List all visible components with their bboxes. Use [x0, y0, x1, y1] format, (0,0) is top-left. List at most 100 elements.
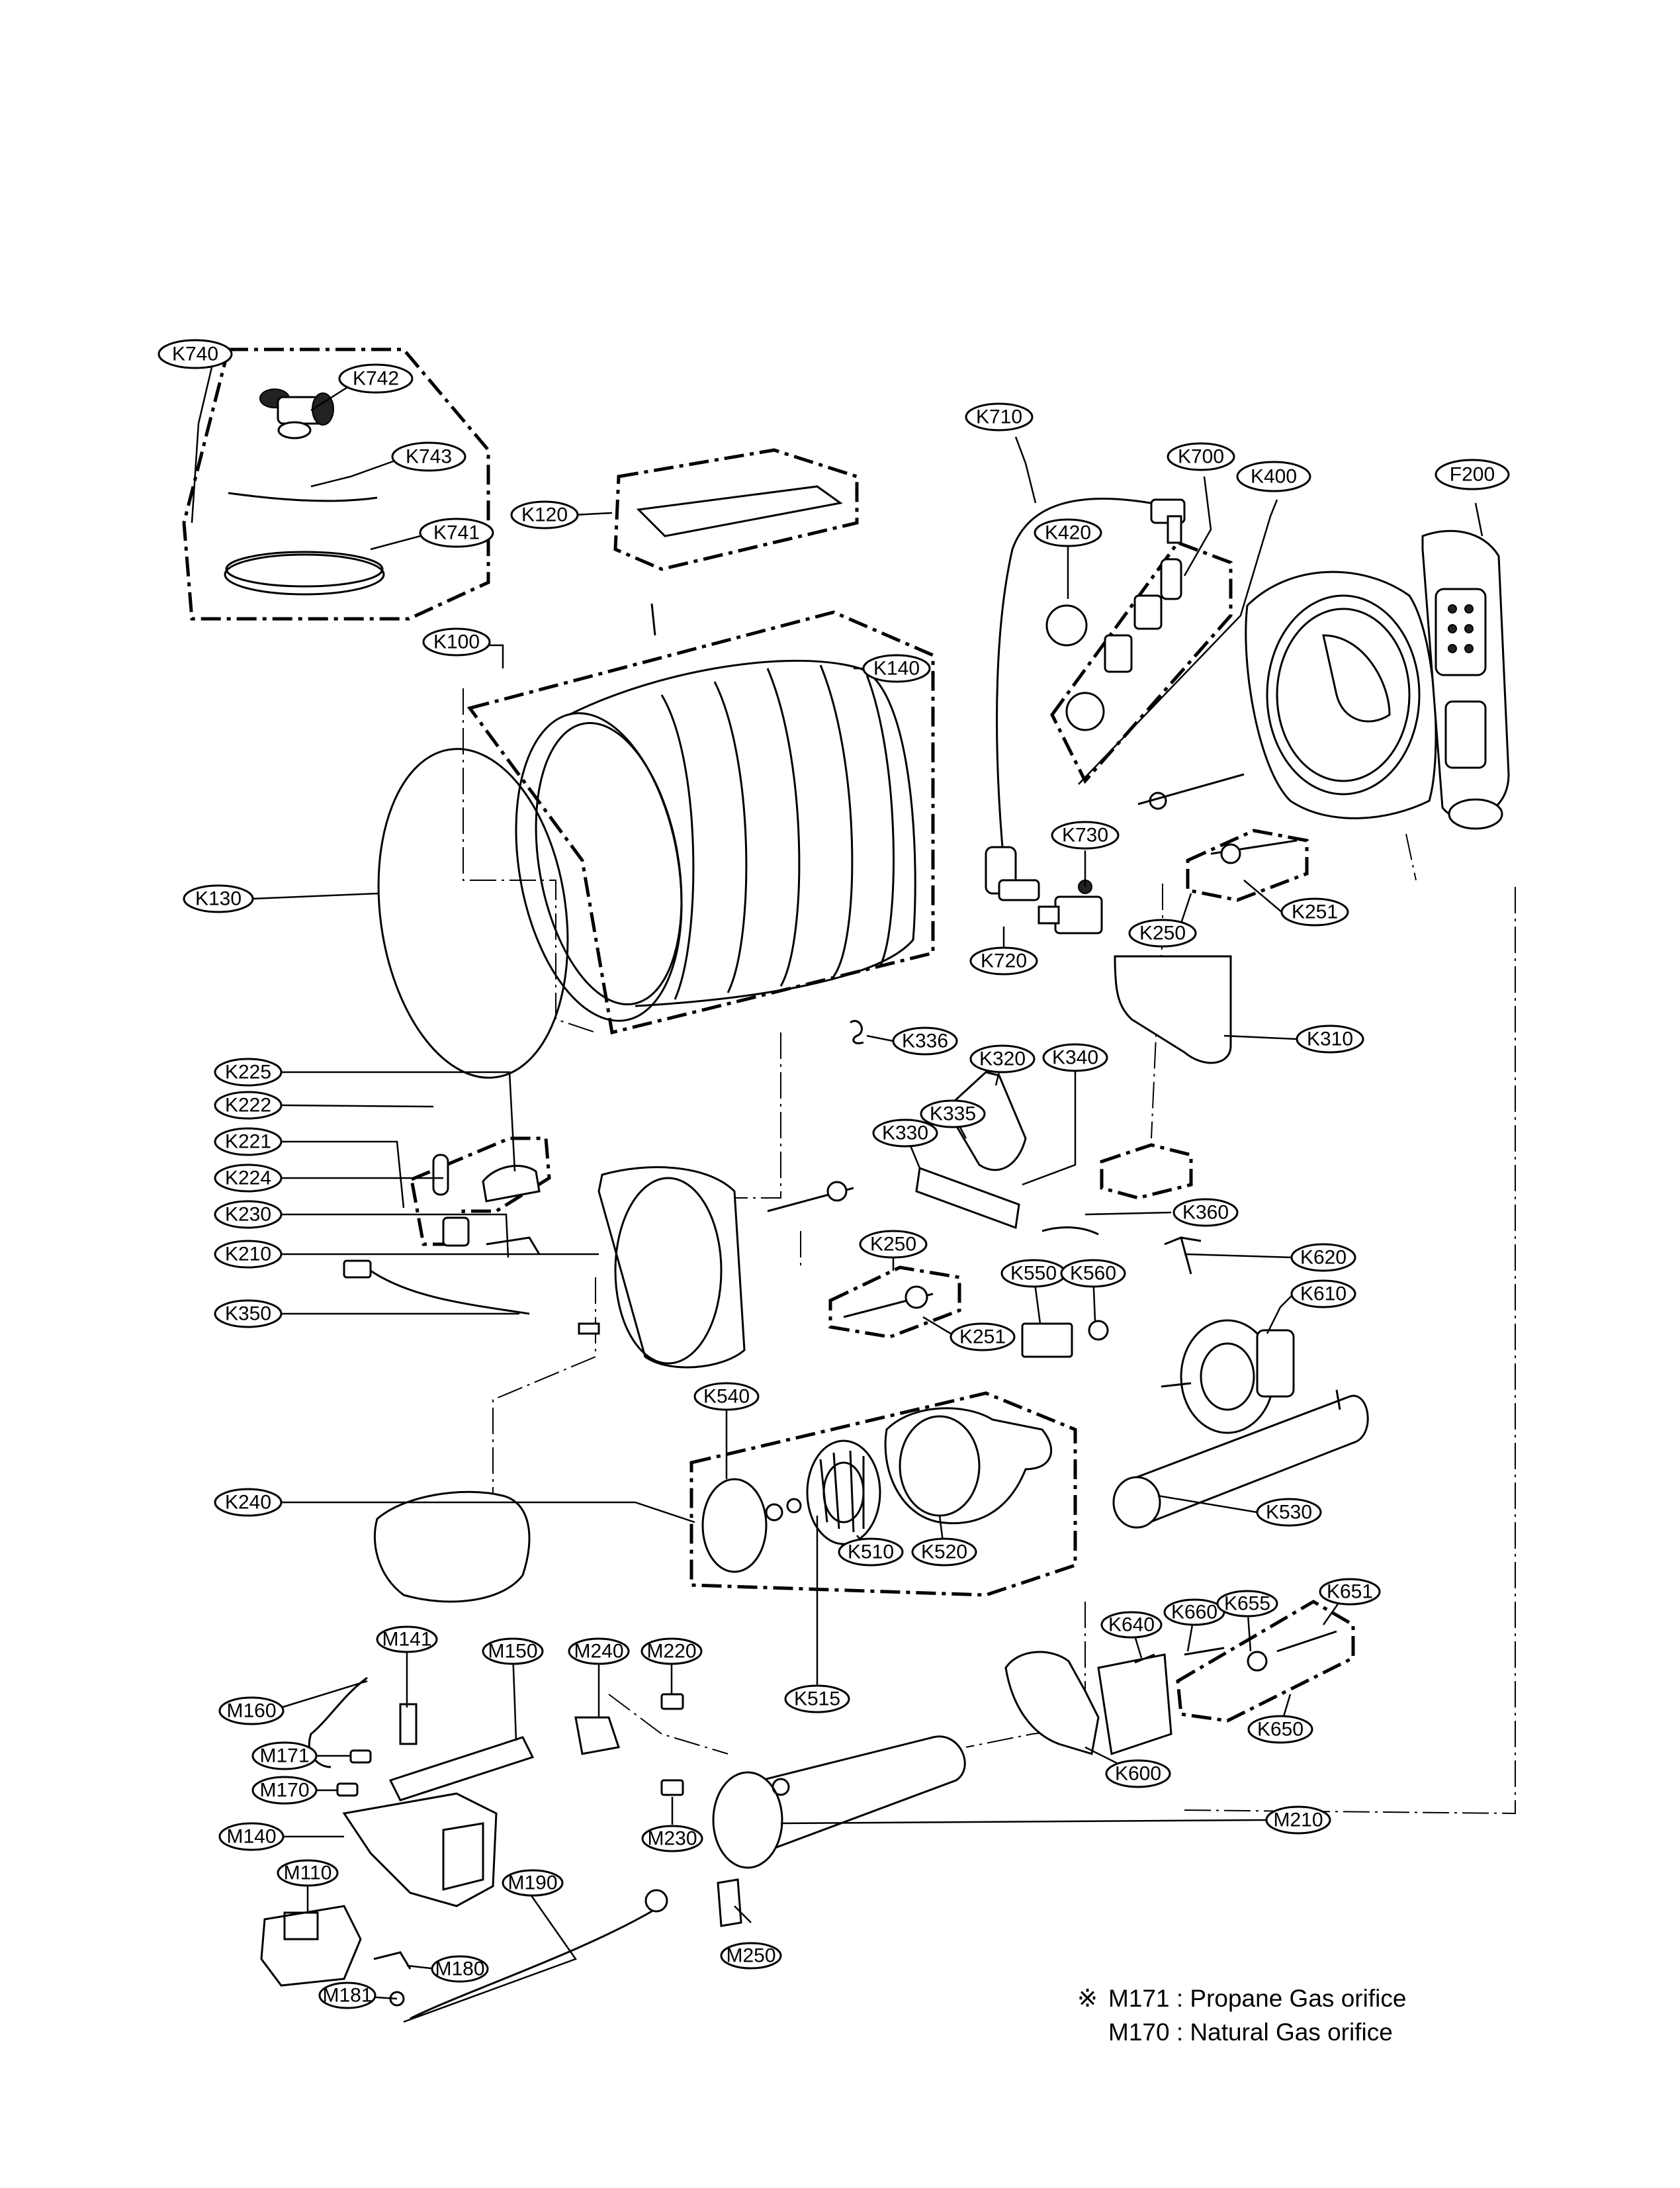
callout-K140: K140 — [862, 654, 931, 683]
svg-text:K720: K720 — [981, 950, 1027, 972]
svg-text:K310: K310 — [1307, 1028, 1353, 1050]
callout-M110: M110 — [277, 1859, 339, 1887]
svg-text:K240: K240 — [225, 1492, 271, 1514]
filter-holder-part — [915, 1166, 1020, 1230]
callout-M210: M210 — [1265, 1805, 1331, 1835]
callout-M150: M150 — [482, 1637, 544, 1665]
svg-text:M210: M210 — [1273, 1809, 1323, 1831]
lint-duct-part — [1421, 529, 1510, 830]
callout-K640: K640 — [1100, 1611, 1163, 1639]
svg-text:K251: K251 — [959, 1326, 1006, 1348]
callout-K420: K420 — [1034, 518, 1102, 547]
svg-text:K655: K655 — [1224, 1593, 1270, 1615]
svg-text:K730: K730 — [1062, 825, 1108, 846]
svg-text:K550: K550 — [1010, 1263, 1057, 1285]
rear-shaft-part — [1137, 773, 1245, 805]
svg-text:K222: K222 — [225, 1095, 271, 1117]
callout-labels: K740 K742 K743 K741 K120 K100 K140 K130 … — [157, 339, 1510, 2009]
rear-bulkhead-part — [1245, 570, 1437, 819]
callout-K230: K230 — [214, 1200, 283, 1229]
callout-K710: K710 — [965, 402, 1034, 432]
svg-text:K700: K700 — [1178, 446, 1224, 468]
filter-grille-part — [945, 1071, 1027, 1171]
filter-clip-part — [1041, 1226, 1099, 1236]
lamp-bracket-part — [486, 1236, 541, 1255]
svg-text:K230: K230 — [225, 1204, 271, 1226]
svg-text:K120: K120 — [521, 504, 568, 526]
callout-K251-upper: K251 — [1280, 897, 1349, 927]
ring-part — [1045, 604, 1088, 647]
svg-text:K420: K420 — [1045, 522, 1091, 544]
svg-text:K221: K221 — [225, 1131, 271, 1153]
svg-text:M230: M230 — [647, 1828, 697, 1850]
svg-text:K130: K130 — [195, 888, 242, 910]
callout-K130: K130 — [183, 884, 254, 913]
svg-text:M240: M240 — [574, 1641, 623, 1663]
callout-K250-lower: K250 — [859, 1230, 928, 1259]
note-propane: M171 : Propane Gas orifice — [1108, 1985, 1406, 2012]
svg-text:K251: K251 — [1292, 901, 1338, 923]
callout-M140: M140 — [218, 1822, 285, 1851]
duct-cover-part — [373, 1490, 531, 1603]
steam-hose-part — [996, 498, 1159, 848]
orifice-notes: ※ M171 : Propane Gas orifice M170 : Natu… — [1077, 1985, 1406, 2046]
propane-orifice-part — [349, 1749, 372, 1764]
callout-M181: M181 — [318, 1982, 376, 2009]
callout-K742: K742 — [338, 363, 414, 394]
igniter-bracket-part — [399, 1703, 418, 1745]
callout-K515: K515 — [784, 1684, 850, 1713]
seal-ring-part — [701, 1478, 768, 1573]
svg-text:K140: K140 — [873, 658, 920, 680]
callout-M220: M220 — [641, 1637, 703, 1665]
callout-K221: K221 — [214, 1127, 283, 1156]
callout-M250: M250 — [720, 1942, 782, 1970]
callout-K225: K225 — [214, 1058, 283, 1087]
svg-text:K620: K620 — [1300, 1247, 1347, 1269]
callout-K540: K540 — [693, 1382, 760, 1411]
callout-K530: K530 — [1256, 1498, 1322, 1527]
gas-valve-part — [260, 1905, 362, 1987]
spring-part — [850, 1020, 864, 1044]
baffle-part — [636, 485, 843, 537]
lamp-cover-part — [482, 1165, 541, 1203]
callout-K700: K700 — [1167, 442, 1235, 471]
svg-text:M190: M190 — [508, 1872, 557, 1894]
callout-K560: K560 — [1060, 1259, 1126, 1288]
gasket-ring-part — [377, 748, 569, 1079]
svg-text:K400: K400 — [1251, 466, 1297, 488]
thermostat-part — [1021, 1322, 1073, 1358]
svg-text:K350: K350 — [225, 1303, 271, 1325]
callout-K741: K741 — [419, 518, 494, 548]
callout-K720: K720 — [969, 946, 1038, 976]
burner-tube-part — [388, 1736, 535, 1801]
svg-text:F200: F200 — [1450, 464, 1495, 486]
callout-K335: K335 — [920, 1099, 986, 1128]
elbow-part — [985, 846, 1040, 901]
pipe-fitting-part — [373, 1951, 412, 1970]
callout-K400: K400 — [1236, 461, 1311, 492]
sensor-bracket-part — [574, 1716, 620, 1755]
callout-M141: M141 — [376, 1625, 438, 1653]
callout-K620: K620 — [1290, 1243, 1356, 1272]
short-hose-part — [228, 492, 378, 502]
svg-text:K710: K710 — [976, 406, 1022, 428]
svg-text:K740: K740 — [172, 343, 218, 365]
motor-clamp-part — [1164, 1236, 1202, 1275]
svg-text:K225: K225 — [225, 1062, 271, 1083]
callout-K100: K100 — [422, 627, 491, 657]
callout-K310: K310 — [1296, 1025, 1364, 1054]
long-hose-part — [224, 551, 385, 596]
svg-text:K330: K330 — [882, 1122, 928, 1144]
svg-text:K600: K600 — [1115, 1763, 1161, 1785]
blower-wheel-part — [806, 1439, 881, 1545]
svg-text:K530: K530 — [1266, 1502, 1312, 1524]
svg-text:K320: K320 — [979, 1048, 1026, 1070]
thermistor-part — [1088, 1320, 1109, 1341]
part-drawings — [224, 388, 1510, 2020]
svg-text:M220: M220 — [646, 1641, 696, 1663]
svg-text:K224: K224 — [225, 1167, 271, 1189]
callout-K510: K510 — [838, 1537, 904, 1567]
callout-K655: K655 — [1216, 1590, 1278, 1618]
thermal-switch-lower-part — [660, 1779, 684, 1796]
callout-K120: K120 — [510, 500, 579, 529]
